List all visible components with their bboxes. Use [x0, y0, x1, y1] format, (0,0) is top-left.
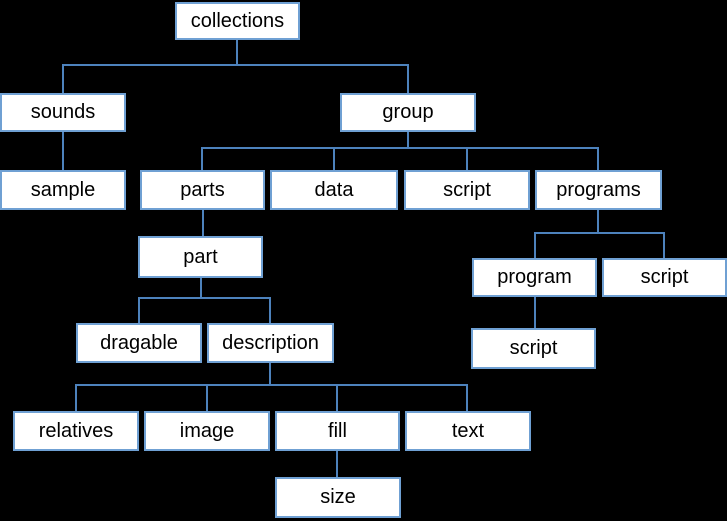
connector-description-stem [269, 363, 271, 386]
connector-group-stem [407, 132, 409, 148]
connector-fill-size [336, 451, 338, 477]
node-parts: parts [140, 170, 265, 210]
connector-programs-stem [597, 210, 599, 232]
connector-drop-text [466, 384, 468, 411]
connector-drop-script-1 [466, 147, 468, 170]
node-fill: fill [275, 411, 400, 451]
connector-drop-dragable [138, 297, 140, 323]
connector-part-stem [200, 278, 202, 299]
connector-program-script-3 [534, 297, 536, 328]
connector-drop-parts [201, 147, 203, 170]
connector-drop-program [534, 232, 536, 258]
connector-description-rail [75, 384, 468, 386]
node-script-1: script [404, 170, 530, 210]
node-description: description [207, 323, 334, 363]
connector-drop-script-2 [663, 232, 665, 258]
node-part: part [138, 236, 263, 278]
node-programs: programs [535, 170, 662, 210]
connector-programs-rail [534, 232, 665, 234]
connector-group-rail [201, 147, 599, 149]
connector-drop-sounds [62, 64, 64, 93]
connector-collections-rail [62, 64, 409, 66]
node-collections: collections [175, 2, 300, 40]
node-data: data [270, 170, 398, 210]
node-text: text [405, 411, 531, 451]
node-program: program [472, 258, 597, 297]
connector-drop-programs [597, 147, 599, 170]
node-dragable: dragable [76, 323, 202, 363]
connector-drop-group [407, 64, 409, 93]
node-image: image [144, 411, 270, 451]
connector-parts-part [202, 210, 204, 236]
connector-drop-description [269, 297, 271, 323]
node-sounds: sounds [0, 93, 126, 132]
node-sample: sample [0, 170, 126, 210]
node-script-2: script [602, 258, 727, 297]
connector-sounds-sample [62, 132, 64, 170]
connector-collections-stem [236, 40, 238, 66]
connector-drop-image [206, 384, 208, 411]
connector-part-rail [138, 297, 271, 299]
node-size: size [275, 477, 401, 518]
connector-drop-relatives [75, 384, 77, 411]
connector-drop-fill [336, 384, 338, 411]
node-script-3: script [471, 328, 596, 369]
node-relatives: relatives [13, 411, 139, 451]
node-group: group [340, 93, 476, 132]
connector-drop-data [333, 147, 335, 170]
